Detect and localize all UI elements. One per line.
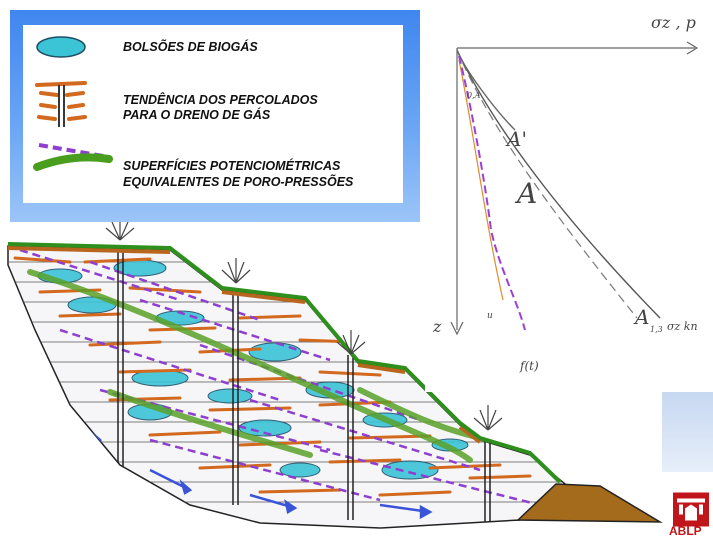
legend-label-potentiometric-line1: SUPERFÍCIES POTENCIOMÉTRICAS (123, 159, 341, 173)
legend-panel: BOLSÕES DE BIOGÁS TENDÊNCIA DOS PERCOLAD… (10, 10, 420, 222)
x-axis-arrow (686, 41, 699, 55)
label-a13-suffix: σz kn (667, 320, 698, 333)
label-a13: A (633, 305, 649, 329)
y-axis-arrow (450, 321, 464, 336)
x-axis-label: σz , p (651, 13, 696, 32)
label-u: u (487, 311, 493, 321)
toe-soil (516, 483, 663, 523)
curve-a-prime (456, 49, 638, 319)
ablp-logo-text: ABLP (669, 524, 702, 538)
label-a: A (514, 177, 537, 210)
berm-edges (7, 246, 482, 444)
label-a-prime: A' (505, 127, 527, 151)
stress-graph-panel: σz , p z 0,A A' A u f(t) A 1,3 σz kn (425, 0, 713, 392)
gas-drain-pipes (117, 246, 491, 525)
curve-f (458, 55, 526, 331)
ablp-logo-icon (673, 492, 709, 527)
curve-a (456, 49, 516, 131)
label-f: f(t) (519, 359, 539, 373)
biogas-pocket-icon (36, 36, 86, 58)
legend-label-potentiometric-line2: EQUIVALENTES DE PORO-PRESSÕES (123, 175, 354, 189)
legend-label-leachate-line1: TENDÊNCIA DOS PERCOLADOS (123, 93, 318, 107)
potentiometric-lines-icon (33, 143, 113, 171)
label-a13-subscript: 1,3 (650, 325, 663, 334)
grass-surface (7, 242, 562, 484)
curve-a13 (456, 49, 661, 319)
leachate-flow-icon (35, 81, 87, 127)
label-small-0a: 0,A (467, 91, 481, 100)
legend-box: BOLSÕES DE BIOGÁS TENDÊNCIA DOS PERCOLAD… (23, 25, 403, 203)
legend-label-biogas: BOLSÕES DE BIOGÁS (123, 40, 258, 54)
curve-u (458, 59, 504, 301)
shrub-icons (105, 218, 503, 431)
y-axis-label: z (432, 317, 442, 336)
legend-label-leachate-line2: PARA O DRENO DE GÁS (123, 108, 271, 122)
blue-gradient-strip (662, 392, 713, 472)
